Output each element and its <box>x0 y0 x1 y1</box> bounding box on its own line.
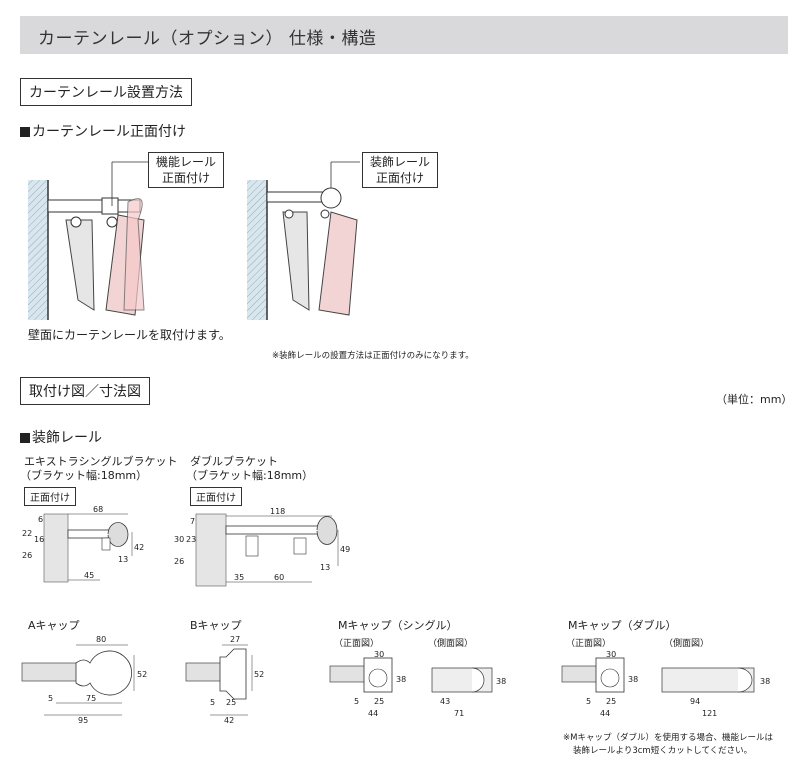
double-bracket-title: ダブルブラケット <box>190 455 278 468</box>
install-note: ※装飾レールの設置方法は正面付けのみになります。 <box>272 351 474 361</box>
single-dim-13: 13 <box>118 555 128 564</box>
front-install-heading: カーテンレール正面付け <box>20 121 186 141</box>
functional-rail <box>101 197 119 215</box>
rail-bracket <box>266 191 326 203</box>
cap-a-dim-95: 95 <box>78 716 88 725</box>
double-dim-30: 30 <box>174 535 184 544</box>
single-dim-6: 6 <box>38 515 43 524</box>
double-dim-35: 35 <box>234 573 244 582</box>
cap-m-double-dim-25: 25 <box>606 697 616 706</box>
cap-a-dim-52: 52 <box>137 670 147 679</box>
cap-b-dim-52: 52 <box>254 670 264 679</box>
cap-m-double-dim-94: 94 <box>690 697 700 706</box>
cap-m-single-side-dim-38: 38 <box>496 677 506 686</box>
cap-b-dim-5: 5 <box>210 698 215 707</box>
single-bracket-tag: 正面付け <box>24 487 76 506</box>
single-bracket-width: （ブラケット幅:18mm） <box>20 469 148 482</box>
decorative-rail-heading: 装飾レール <box>20 427 102 447</box>
rail-bracket <box>47 199 141 213</box>
cap-b-dim-42: 42 <box>224 716 234 725</box>
section-install-label: カーテンレール設置方法 <box>20 78 192 106</box>
front-install-illustration-left <box>28 161 148 320</box>
single-dim-68: 68 <box>93 505 103 514</box>
cap-m-single-dim-5: 5 <box>354 697 359 706</box>
front-install-illustration-right <box>247 161 360 320</box>
cap-m-double-dim-121: 121 <box>702 709 717 718</box>
curtain-inner <box>65 219 95 311</box>
cap-m-single-drawing: 30 38 5 25 44 38 43 71 <box>329 650 506 718</box>
section-dimensions-label: 取付け図／寸法図 <box>20 377 150 405</box>
wall-caption: 壁面にカーテンレールを取付けます。 <box>28 328 231 342</box>
cap-note-line2: 装飾レールより3cm短くカットしてください。 <box>573 746 753 756</box>
double-dim-49: 49 <box>340 545 350 554</box>
unit-label: （単位：mm） <box>716 393 793 406</box>
cap-m-double-dim-38: 38 <box>628 675 638 684</box>
cap-m-single-dim-71: 71 <box>454 709 464 718</box>
cap-m-single-dim-25: 25 <box>374 697 384 706</box>
cap-a-drawing: 80 52 5 75 95 <box>21 635 147 725</box>
cap-b-label: Bキャップ <box>190 619 242 632</box>
cap-a-dim-80: 80 <box>96 635 106 644</box>
double-bracket-drawing: 118 7 30 23 26 35 60 49 13 <box>174 507 350 587</box>
cap-m-single-dim-38: 38 <box>396 675 406 684</box>
double-dim-13: 13 <box>320 563 330 572</box>
single-dim-22: 22 <box>22 529 32 538</box>
cap-b-dim-27: 27 <box>230 635 240 644</box>
cap-b-drawing: 27 52 5 25 42 <box>185 635 264 725</box>
cap-m-single-dim-44: 44 <box>368 709 378 718</box>
cap-b-dim-25: 25 <box>226 698 236 707</box>
cap-m-single-side-label: （側面図） <box>428 639 474 649</box>
callout-functional-line2: 正面付け <box>161 171 210 185</box>
cap-m-single-dim-30: 30 <box>374 650 384 659</box>
single-bracket-title: エキストラシングルブラケット <box>24 455 178 468</box>
double-bracket-tag: 正面付け <box>190 487 242 506</box>
cap-m-double-side-label: （側面図） <box>664 639 710 649</box>
callout-decorative-rail: 装飾レール 正面付け <box>362 152 438 188</box>
page-title: カーテンレール（オプション） 仕様・構造 <box>38 29 377 49</box>
cap-m-double-dim-44: 44 <box>600 709 610 718</box>
single-dim-16: 16 <box>34 535 44 544</box>
cap-a-label: Aキャップ <box>28 619 80 632</box>
page-header: カーテンレール（オプション） 仕様・構造 <box>20 16 788 54</box>
double-dim-7: 7 <box>190 517 195 526</box>
cap-note-line1: ※Mキャップ（ダブル）を使用する場合、機能レールは <box>563 733 773 743</box>
double-dim-23: 23 <box>186 535 196 544</box>
cap-m-double-label: Mキャップ（ダブル） <box>568 619 677 632</box>
double-dim-26: 26 <box>174 557 184 566</box>
single-dim-45: 45 <box>84 571 94 580</box>
callout-decorative-line1: 装飾レール <box>369 155 430 169</box>
double-dim-118: 118 <box>270 507 285 516</box>
cap-a-dim-75: 75 <box>86 694 96 703</box>
double-bracket-width: （ブラケット幅:18mm） <box>186 469 314 482</box>
double-dim-60: 60 <box>274 573 284 582</box>
cap-m-double-dim-30: 30 <box>606 650 616 659</box>
single-dim-26: 26 <box>22 551 32 560</box>
cap-m-double-dim-5: 5 <box>586 697 591 706</box>
single-bracket-drawing: 68 6 22 16 26 45 42 13 <box>22 505 144 583</box>
callout-functional-line1: 機能レール <box>155 155 216 169</box>
single-dim-42: 42 <box>134 543 144 552</box>
callout-functional-rail: 機能レール 正面付け <box>148 152 224 188</box>
callout-decorative-line2: 正面付け <box>375 171 424 185</box>
cap-m-double-drawing: 30 38 5 25 44 38 94 121 <box>561 650 770 718</box>
cap-m-double-side-dim-38: 38 <box>760 677 770 686</box>
cap-m-single-front-label: （正面図） <box>334 639 380 649</box>
cap-m-single-dim-43: 43 <box>440 697 450 706</box>
cap-m-double-front-label: （正面図） <box>566 639 612 649</box>
cap-a-dim-5: 5 <box>48 694 53 703</box>
cap-m-single-label: Mキャップ（シングル） <box>338 619 458 632</box>
decorative-rail <box>320 187 342 209</box>
